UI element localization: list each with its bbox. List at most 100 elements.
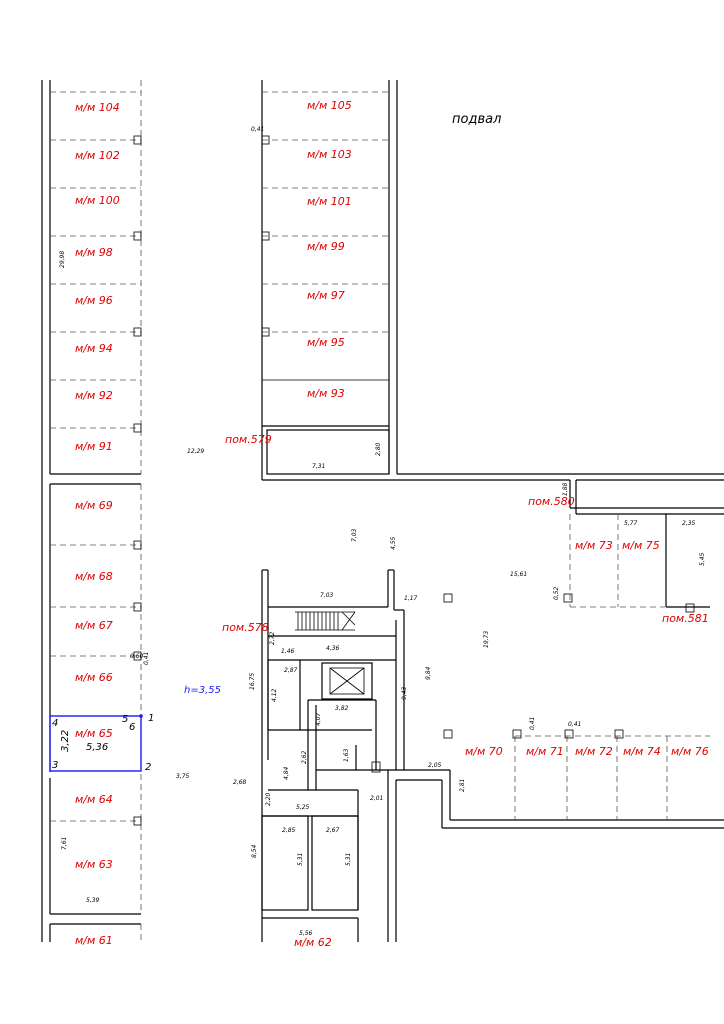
vertex-5: 5 [122,714,128,725]
elevator-cab [329,667,365,695]
dimension: 19,73 [483,631,490,648]
selected-space-width: 3,22 [60,730,71,752]
space-label: м/м 68 [75,570,113,583]
dimension: 5,31 [297,853,304,866]
space-label: м/м 93 [307,387,345,400]
space-label: м/м 74 [623,745,661,758]
dimension: 4,36 [326,645,340,652]
dimension: 0,41 [568,721,581,728]
room-label: пом.578 [222,621,269,634]
space-label: м/м 92 [75,389,113,402]
space-label: м/м 76 [671,745,709,758]
column [371,761,381,773]
space-label: м/м 96 [75,294,113,307]
vertex-3: 3 [52,760,58,771]
dimension: 2,05 [428,762,442,769]
dimension: 8,54 [251,844,258,858]
dimension: 5,45 [699,552,706,566]
space-label: м/м 97 [307,289,345,302]
left-column [41,80,142,942]
middle-column [261,80,398,481]
dimension: 7,31 [312,463,325,470]
space-label: м/м 100 [75,194,120,207]
dimension: 2,35 [682,520,696,527]
space-label: м/м 102 [75,149,120,162]
vertex-4: 4 [52,718,58,729]
room-label: пом.580 [528,495,575,508]
stair [295,611,356,631]
space-label: м/м 63 [75,858,113,871]
dimension: 2,85 [282,827,296,834]
dimension: 29,98 [59,251,66,268]
dimension: 2,72 [269,631,276,645]
dimension: 4,07 [315,712,322,726]
vertex-2: 2 [145,762,151,773]
dimension: 2,20 [265,792,272,806]
dimension: 0,41 [529,717,536,730]
dimension: 1,46 [281,648,295,655]
space-label: м/м 98 [75,246,113,259]
dimension: 7,03 [351,528,358,542]
dimension: 5,56 [299,930,313,937]
space-label: м/м 67 [75,619,113,632]
dimension: 9,84 [425,666,432,680]
dimension: 0,60 [130,653,144,660]
space-label: м/м 91 [75,440,113,453]
dimension: 1,88 [562,482,569,496]
dimension: 2,67 [326,827,340,834]
dimension: 5,77 [624,520,638,527]
space-label: м/м 94 [75,342,113,355]
dimension: 0,41 [251,126,264,133]
dimension: 5,25 [296,804,310,811]
selected-space[interactable] [49,714,143,772]
dimension: 2,87 [284,667,298,674]
space-label: м/м 64 [75,793,113,806]
space-label: м/м 101 [307,195,352,208]
dimension: 2,81 [459,779,466,792]
vertex-1: 1 [148,713,154,724]
space-label: м/м 72 [575,745,613,758]
height-label: h=3,55 [184,685,221,696]
room-label: пом.579 [225,433,272,446]
room-label: пом.581 [662,612,709,625]
dimension: 2,68 [233,779,247,786]
space-label: м/м 99 [307,240,345,253]
space-label: м/м 105 [307,99,352,112]
space-label: м/м 104 [75,101,120,114]
right-upper [397,473,724,613]
selected-space-label: м/м 65 [75,727,113,740]
dimension: 12,29 [187,448,204,455]
dimension: 0,52 [553,586,560,600]
dimension: 2,80 [375,442,382,456]
dimension: 3,82 [335,705,349,712]
central-core [261,569,405,942]
space-label: м/м 66 [75,671,113,684]
dimension: 4,12 [271,688,278,702]
space-label: м/м 70 [465,745,503,758]
space-label: м/м 95 [307,336,345,349]
space-label: м/м 75 [622,539,660,552]
dimension: 16,75 [249,673,256,690]
space-label: м/м 62 [294,936,332,949]
selected-space-area: 5,36 [86,742,108,753]
dimension: 5,39 [86,897,100,904]
elevator-shaft [321,662,373,700]
dimension: 1,63 [343,748,350,762]
space-label: м/м 103 [307,148,352,161]
dimension: 7,03 [320,592,334,599]
space-label: м/м 61 [75,934,113,947]
space-label: м/м 73 [575,539,613,552]
dimension: 7,61 [61,837,68,850]
dimension: 2,01 [370,795,383,802]
space-label: м/м 69 [75,499,113,512]
dimension: 5,31 [345,853,352,866]
dimension: 2,62 [301,750,308,764]
dimension: 4,84 [283,766,290,780]
dimension: 15,61 [510,571,527,578]
right-lower [396,729,724,829]
dimension: 3,75 [176,773,190,780]
floor-label: подвал [452,112,501,127]
space-label: м/м 71 [526,745,564,758]
vertex-6: 6 [129,722,135,733]
